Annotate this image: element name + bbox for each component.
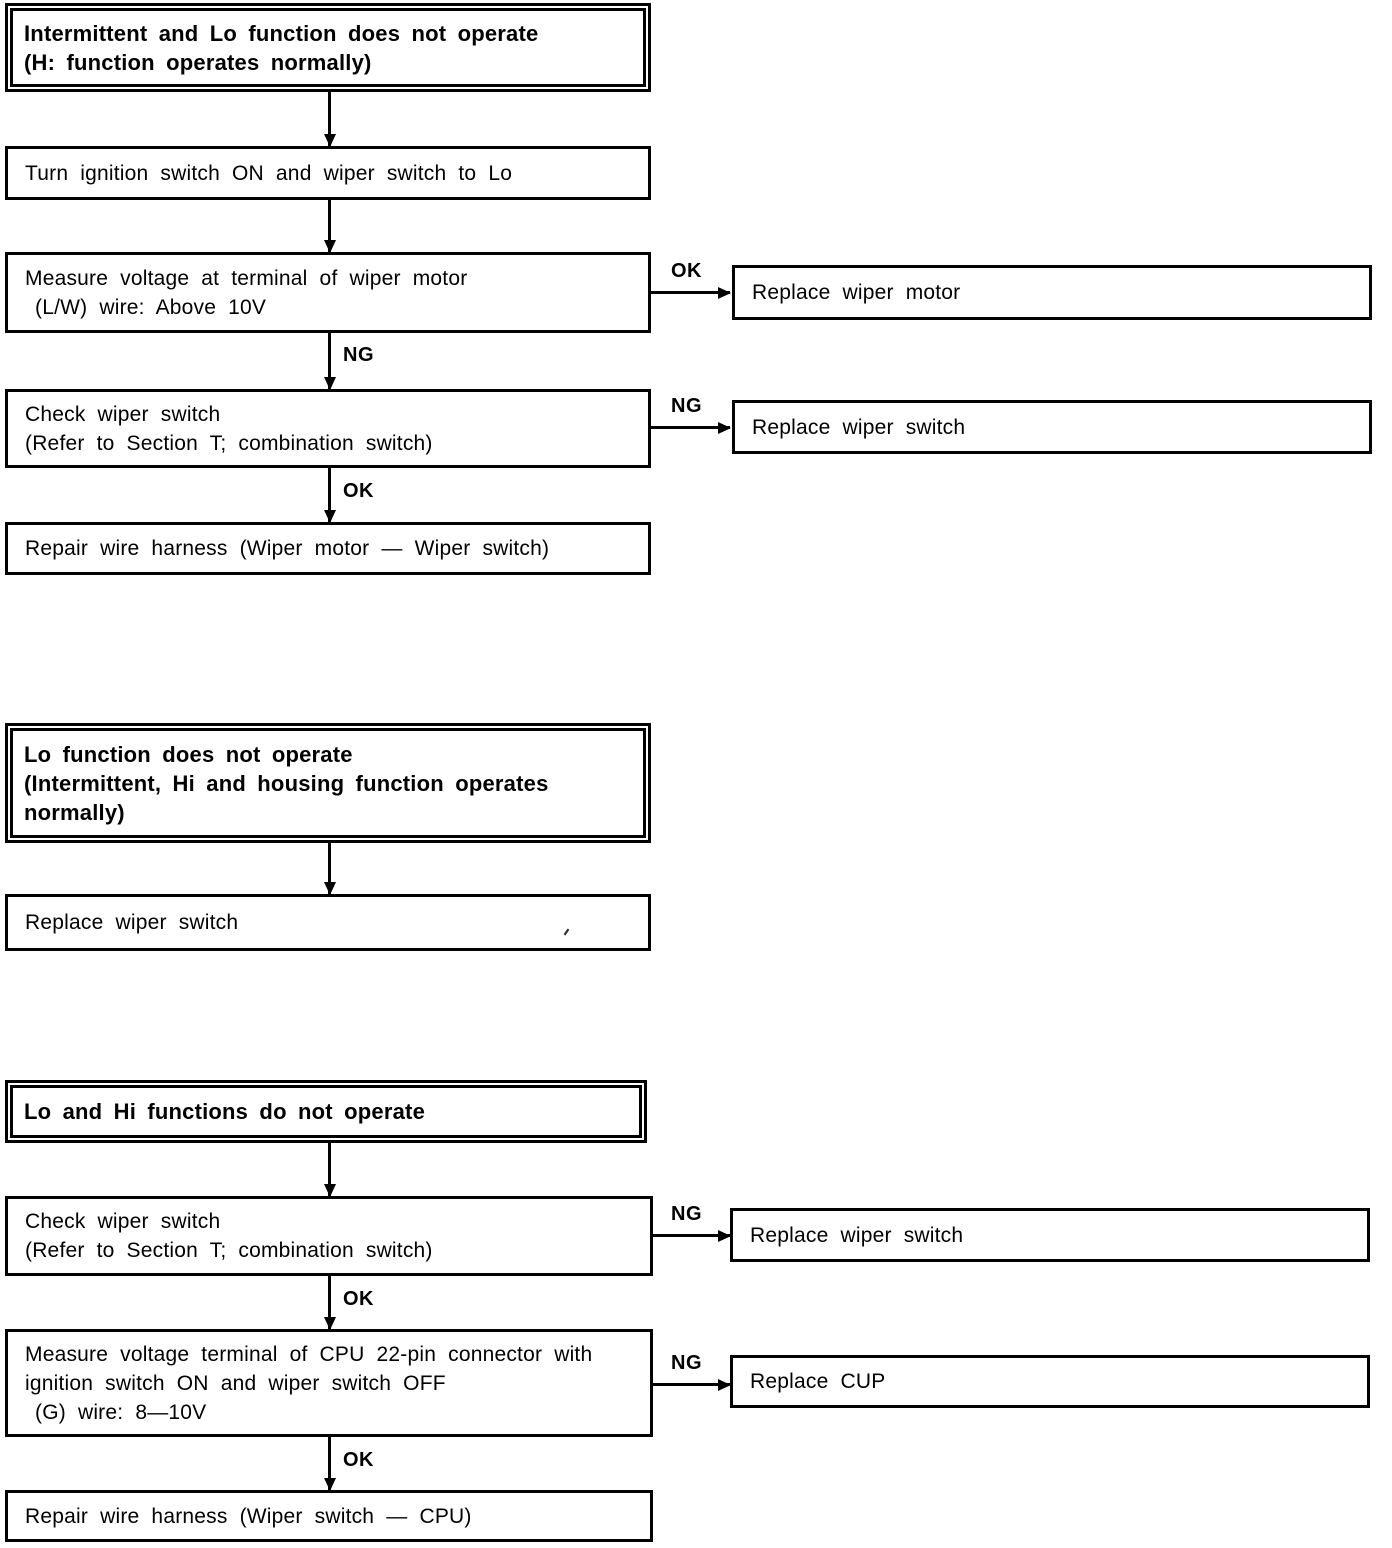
step-repair-harness-motor-switch-box: Repair wire harness (Wiper motor — Wiper… — [5, 522, 651, 575]
arrow-down — [328, 468, 331, 522]
result-replace-wiper-switch-box: Replace wiper switch — [5, 894, 651, 951]
step-measure-motor-voltage-box: Measure voltage at terminal of wiper mot… — [5, 252, 651, 333]
step-text: Check wiper switch — [25, 402, 221, 426]
arrow-down — [328, 1276, 331, 1329]
result-replace-cpu-box: Replace CUP — [730, 1355, 1370, 1408]
step-check-wiper-switch-box: Check wiper switch (Refer to Section T; … — [5, 389, 651, 468]
step-text: Repair wire harness (Wiper switch — CPU) — [25, 1504, 472, 1528]
header-box-lo-hi-functions: Lo and Hi functions do not operate — [5, 1080, 647, 1143]
header-line: (H: function operates normally) — [24, 49, 372, 75]
arrow-right — [653, 1234, 730, 1237]
step-text: Measure voltage terminal of CPU 22-pin c… — [25, 1342, 593, 1366]
branch-label-ok: OK — [671, 260, 702, 282]
step-check-wiper-switch-box: Check wiper switch (Refer to Section T; … — [5, 1196, 653, 1276]
step-measure-cpu-voltage-box: Measure voltage terminal of CPU 22-pin c… — [5, 1329, 653, 1437]
step-text: Measure voltage at terminal of wiper mot… — [25, 266, 468, 290]
header-line: (Intermittent, Hi and housing function o… — [24, 770, 549, 796]
branch-label-ok: OK — [343, 1449, 374, 1471]
arrow-down — [328, 1143, 331, 1196]
header-line: normally) — [24, 799, 125, 825]
arrow-right — [651, 291, 730, 294]
result-text: Replace wiper motor — [752, 281, 961, 304]
header-box-lo-hi-functions-text: Lo and Hi functions do not operate — [10, 1085, 642, 1138]
step-text: (L/W) wire: Above 10V — [35, 295, 267, 319]
step-text: (Refer to Section T; combination switch) — [25, 1239, 433, 1262]
header-box-lo-function: Lo function does not operate (Intermitte… — [5, 723, 651, 843]
step-text: Repair wire harness (Wiper motor — Wiper… — [25, 537, 550, 560]
step-turn-ignition-box: Turn ignition switch ON and wiper switch… — [5, 146, 651, 200]
header-box-intermittent-lo-text: Intermittent and Lo function does not op… — [10, 8, 646, 87]
arrow-down — [328, 1437, 331, 1490]
step-text: Turn ignition switch ON and wiper switch… — [25, 161, 513, 185]
step-text: Check wiper switch — [25, 1210, 221, 1233]
header-line: Lo function does not operate — [24, 741, 353, 767]
header-line: Lo and Hi functions do not operate — [24, 1099, 426, 1124]
step-text: (Refer to Section T; combination switch) — [25, 431, 433, 455]
header-line: Intermittent and Lo function does not op… — [24, 20, 539, 46]
result-text: Replace wiper switch — [752, 415, 966, 439]
step-repair-harness-switch-cpu-box: Repair wire harness (Wiper switch — CPU) — [5, 1490, 653, 1542]
arrow-right — [651, 426, 730, 429]
result-replace-wiper-motor-box: Replace wiper motor — [732, 265, 1372, 320]
result-replace-wiper-switch-box: Replace wiper switch — [732, 400, 1372, 454]
result-text: Replace CUP — [750, 1370, 886, 1393]
result-replace-wiper-switch-box: Replace wiper switch — [730, 1208, 1370, 1262]
branch-label-ng: NG — [343, 344, 374, 366]
arrow-down — [328, 200, 331, 252]
branch-label-ng: NG — [671, 395, 702, 417]
result-text: Replace wiper switch — [25, 911, 239, 934]
arrow-down — [328, 843, 331, 894]
branch-label-ng: NG — [671, 1203, 702, 1225]
step-text: (G) wire: 8—10V — [35, 1400, 207, 1424]
arrow-right — [653, 1383, 730, 1386]
branch-label-ok: OK — [343, 480, 374, 502]
branch-label-ok: OK — [343, 1288, 374, 1310]
result-text: Replace wiper switch — [750, 1223, 964, 1247]
header-box-intermittent-lo: Intermittent and Lo function does not op… — [5, 3, 651, 92]
arrow-down — [328, 333, 331, 389]
branch-label-ng: NG — [671, 1352, 702, 1374]
header-box-lo-function-text: Lo function does not operate (Intermitte… — [10, 728, 646, 838]
arrow-down — [328, 92, 331, 146]
step-text: ignition switch ON and wiper switch OFF — [25, 1371, 446, 1395]
